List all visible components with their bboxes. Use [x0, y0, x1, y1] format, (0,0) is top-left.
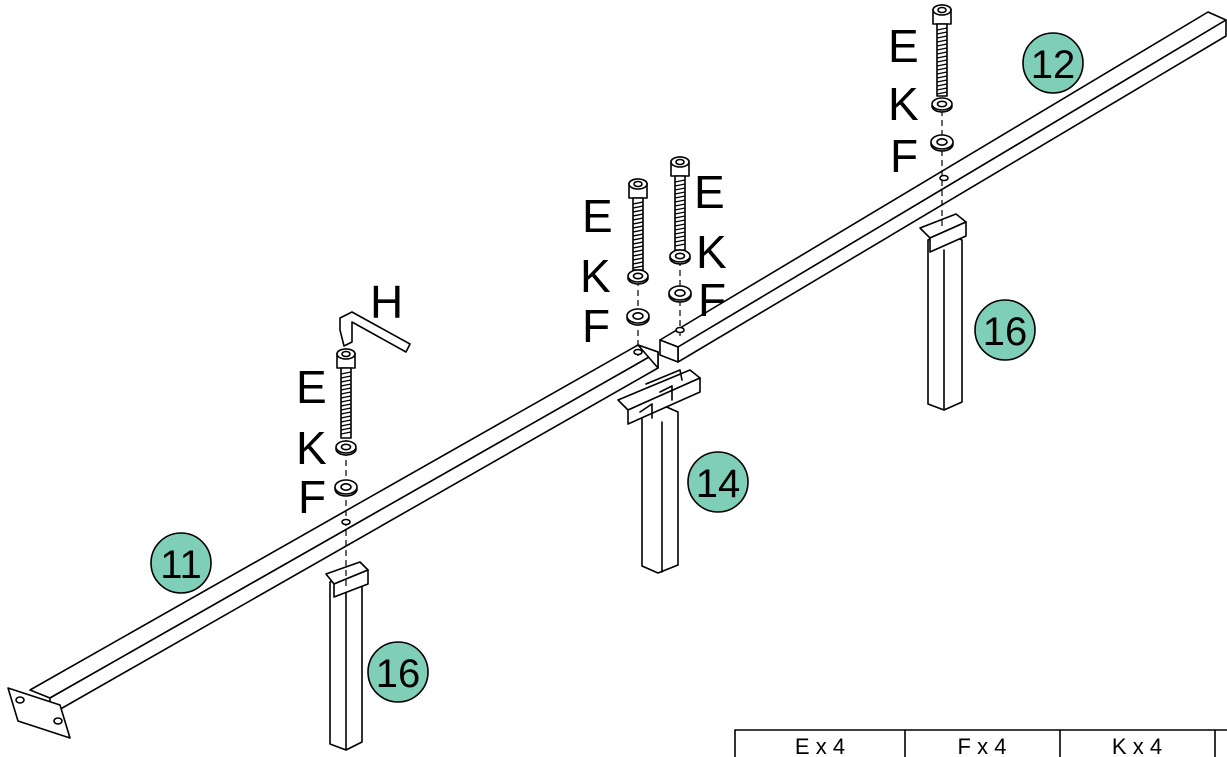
qty-cell-F: F x 4 — [958, 734, 1007, 757]
svg-text:14: 14 — [696, 462, 741, 506]
bolt-E-right — [932, 4, 952, 97]
part-badge-16-right: 16 — [974, 299, 1036, 361]
hex-key-icon — [339, 311, 411, 353]
leg-14 — [617, 369, 701, 574]
washer-K-center-b — [669, 249, 691, 265]
label-H: H — [370, 276, 403, 328]
part-badge-11: 11 — [150, 532, 212, 594]
svg-text:16: 16 — [983, 310, 1028, 354]
washer-F-left — [334, 479, 358, 497]
part-badge-14: 14 — [687, 451, 749, 513]
washer-F-center-a — [626, 308, 650, 326]
svg-text:12: 12 — [1031, 43, 1076, 87]
washer-K-center-a — [627, 269, 649, 285]
label-F-center-a: F — [582, 300, 610, 352]
label-F-left: F — [298, 471, 326, 523]
part-badge-12: 12 — [1022, 32, 1084, 94]
bolt-E-center-a — [628, 178, 648, 271]
label-K-center-b: K — [696, 226, 727, 278]
label-E-right: E — [888, 20, 919, 72]
bolt-E-center-b — [670, 156, 690, 251]
quantity-table: E x 4 F x 4 K x 4 — [734, 729, 1227, 757]
qty-cell-E: E x 4 — [795, 734, 845, 757]
part-badge-16-left: 16 — [367, 641, 429, 703]
leg-16-right — [919, 213, 967, 411]
label-E-center-a: E — [582, 190, 613, 242]
washer-F-right — [930, 134, 954, 152]
label-K-left: K — [296, 422, 327, 474]
washer-K-left — [335, 440, 357, 456]
washer-F-center-b — [668, 285, 692, 303]
label-E-center-b: E — [694, 166, 725, 218]
label-K-center-a: K — [580, 250, 611, 302]
qty-cell-K: K x 4 — [1112, 734, 1162, 757]
washer-K-right — [931, 97, 953, 113]
label-E-left: E — [296, 361, 327, 413]
svg-text:11: 11 — [160, 543, 202, 587]
label-F-center-b: F — [698, 274, 726, 326]
bolt-E-left — [336, 348, 356, 439]
label-K-right: K — [888, 78, 919, 130]
svg-text:16: 16 — [376, 652, 421, 696]
leg-16-left — [325, 561, 369, 751]
hardware-group — [334, 4, 954, 497]
label-F-right: F — [890, 130, 918, 182]
